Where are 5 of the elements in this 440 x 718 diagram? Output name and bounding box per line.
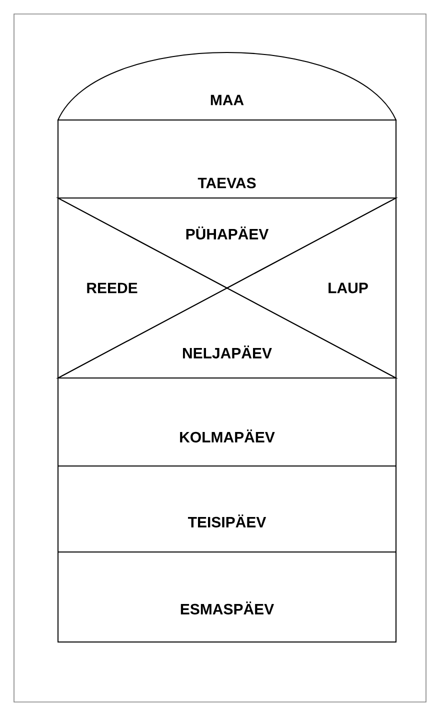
hopscotch-box: TEISIPÄEV xyxy=(58,466,396,552)
hopscotch-box: ESMASPÄEV xyxy=(58,552,396,642)
hopscotch-box: KOLMAPÄEV xyxy=(58,378,396,466)
hopscotch-box: TAEVAS xyxy=(58,120,396,198)
dome-box: MAA xyxy=(58,52,396,120)
